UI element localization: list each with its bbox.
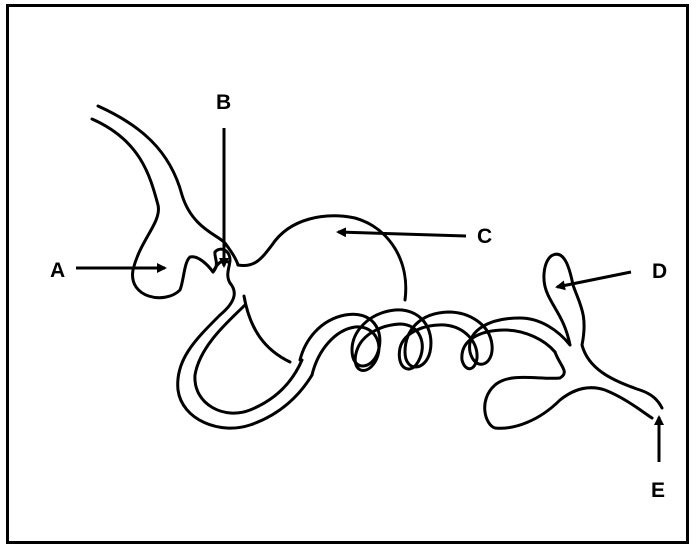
coil-outer bbox=[310, 322, 557, 377]
tube-outer-wall bbox=[90, 117, 232, 300]
arrow-c bbox=[336, 227, 467, 238]
leaf-lower bbox=[483, 350, 654, 430]
label-c: C bbox=[477, 225, 492, 248]
loop-tube-inner bbox=[193, 303, 304, 415]
label-d: D bbox=[652, 260, 667, 283]
label-a: A bbox=[50, 259, 65, 282]
label-b: B bbox=[216, 91, 231, 114]
round-body bbox=[236, 214, 408, 302]
tube-inner-wall bbox=[96, 104, 240, 267]
arrow-d bbox=[555, 270, 632, 291]
label-e: E bbox=[651, 479, 665, 502]
diagram-canvas: A B C D E bbox=[50, 91, 667, 502]
round-body-lower bbox=[242, 294, 292, 364]
coil bbox=[298, 308, 572, 369]
loop-tube-outer bbox=[176, 281, 314, 430]
